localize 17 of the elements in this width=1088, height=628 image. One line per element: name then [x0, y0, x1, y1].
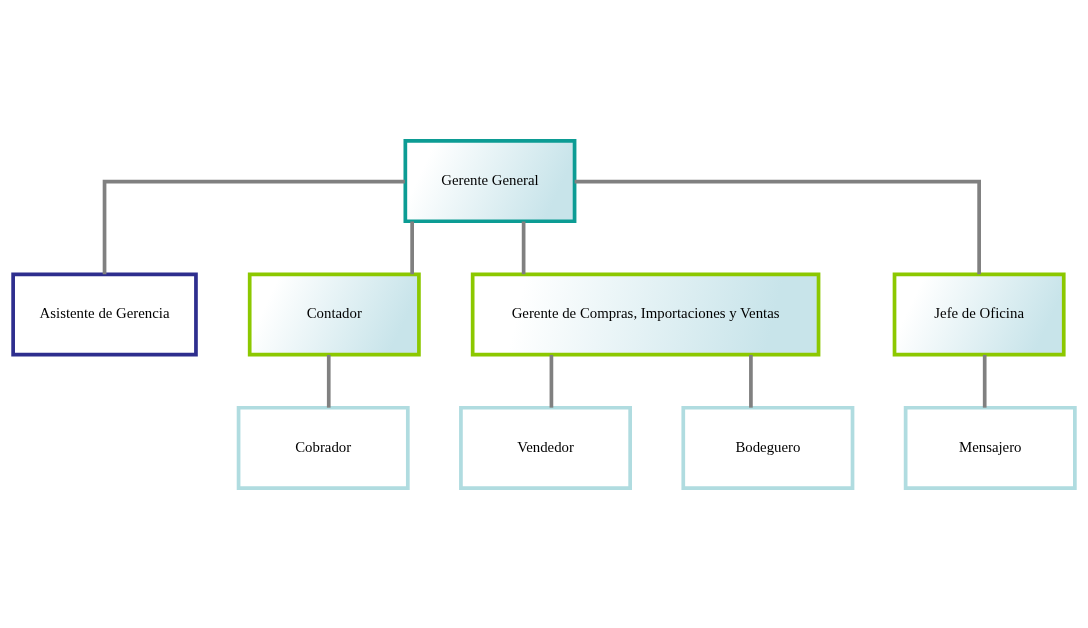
- node-box: Cobrador: [236, 405, 410, 490]
- node-box: Bodeguero: [681, 405, 855, 490]
- node-box: Mensajero: [903, 405, 1077, 490]
- node-box: Jefe de Oficina: [892, 272, 1066, 356]
- node-box: Vendedor: [459, 405, 632, 490]
- connector: [574, 179, 981, 274]
- node-box: Contador: [247, 272, 421, 356]
- connector: [749, 354, 753, 408]
- connector: [326, 354, 331, 408]
- connector: [549, 354, 554, 408]
- connector: [410, 221, 414, 274]
- connector: [102, 179, 405, 274]
- node-box: Gerente General: [403, 138, 577, 223]
- connector: [982, 354, 987, 408]
- node-box: Asistente de Gerencia: [11, 272, 198, 356]
- node-box: Gerente de Compras, Importaciones y Ventas: [470, 272, 821, 356]
- connector: [521, 221, 526, 274]
